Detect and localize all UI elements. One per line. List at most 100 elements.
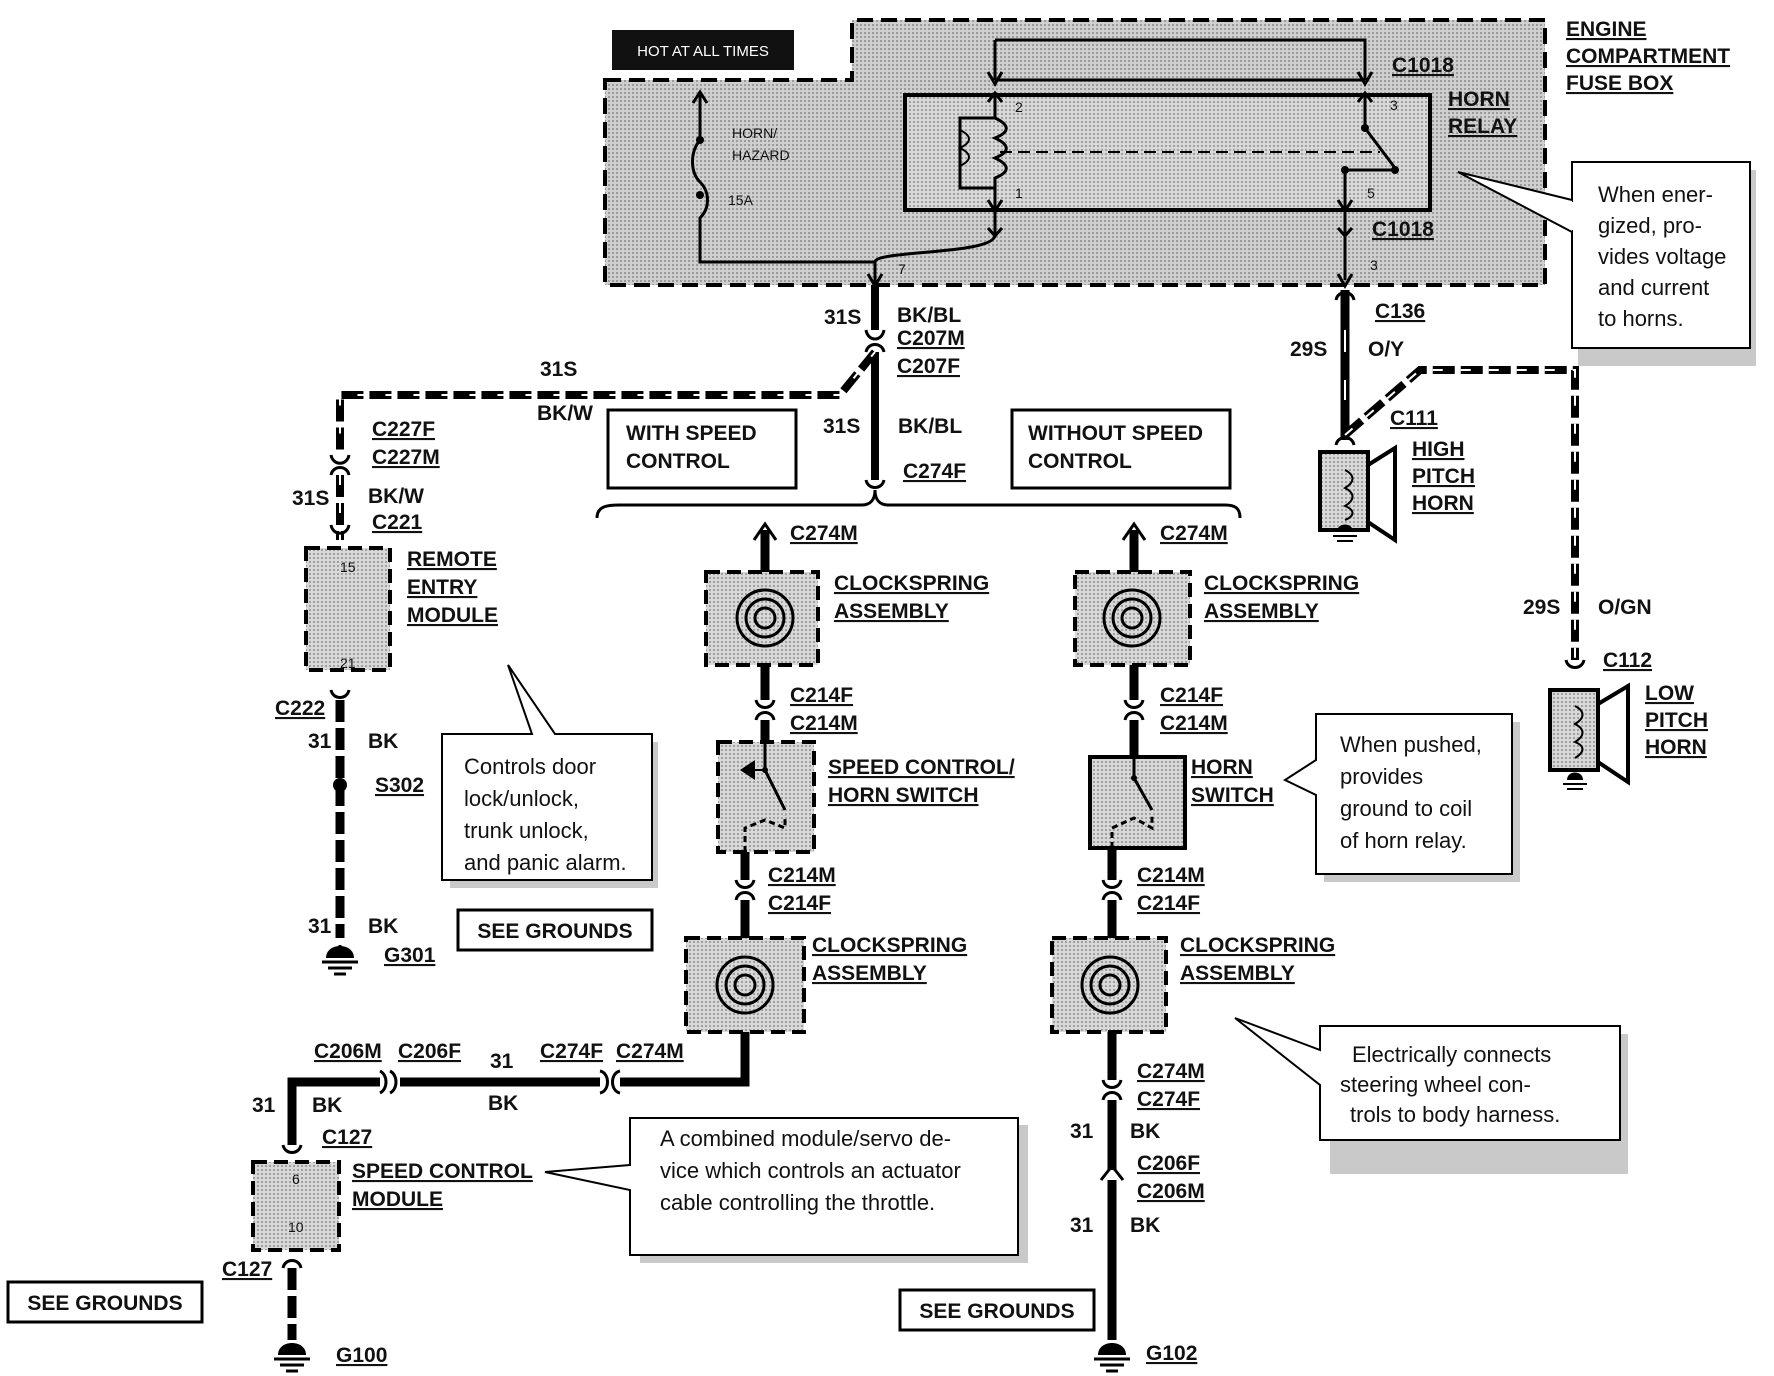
speed-module-pin-10: 10	[288, 1219, 304, 1235]
connector-c214m-right-b: C214M	[1137, 864, 1205, 887]
wire-31s-c: 31S	[540, 358, 577, 381]
wire-31s-trunk	[329, 285, 886, 540]
wire-bk-a: BK	[368, 730, 398, 753]
callout-horn-switch-3: ground to coil	[1340, 796, 1472, 821]
high-pitch-horn	[1318, 444, 1397, 544]
relay-coil	[991, 116, 1008, 188]
connector-c221: C221	[372, 511, 423, 534]
splice-s302-label: S302	[375, 774, 424, 797]
wire-bkw-b: BK/W	[368, 485, 424, 508]
connector-c136: C136	[1375, 300, 1425, 323]
speed-control-horn-switch	[716, 740, 816, 854]
speed-horn-switch-label-2: HORN SWITCH	[828, 784, 979, 807]
callout-relay-3: vides voltage	[1598, 244, 1726, 269]
connector-c206f-right: C206F	[1137, 1152, 1200, 1175]
low-pitch-horn-label-2: PITCH	[1645, 709, 1708, 732]
remote-pin-15: 15	[340, 559, 356, 575]
fuse-label-2: HAZARD	[732, 147, 790, 163]
callout-remote-3: trunk unlock,	[464, 818, 589, 843]
speed-module-label-2: MODULE	[352, 1188, 443, 1211]
wire-bk-c: BK	[488, 1092, 518, 1115]
with-speed-branch-wiring	[274, 521, 778, 1373]
wire-31s-d: 31S	[292, 487, 329, 510]
connector-c1018-bottom: C1018	[1372, 218, 1434, 241]
hot-at-all-times-badge	[612, 30, 794, 70]
relay-pin-2: 2	[1015, 99, 1023, 115]
connector-c214m-right: C214M	[1160, 712, 1228, 735]
connector-c214f-left: C214F	[790, 684, 853, 707]
connector-c214m-left-b: C214M	[768, 864, 836, 887]
fuse-element	[691, 108, 709, 250]
ground-g100: G100	[336, 1344, 387, 1367]
fuse-box-title-2: COMPARTMENT	[1566, 45, 1730, 68]
fuse-rating: 15A	[728, 192, 754, 208]
horn-relay-label-2: RELAY	[1448, 115, 1517, 138]
horn-switch-label-2: SWITCH	[1191, 784, 1274, 807]
callout-horn-switch-2: provides	[1340, 764, 1423, 789]
callout-clockspring-2: steering wheel con-	[1340, 1072, 1531, 1097]
pin-7: 7	[898, 261, 906, 277]
connector-c227f: C227F	[372, 418, 435, 441]
high-pitch-horn-label-3: HORN	[1412, 492, 1474, 515]
relay-pin-5: 5	[1367, 185, 1375, 201]
speed-module-label-1: SPEED CONTROL	[352, 1160, 533, 1183]
see-grounds-button-3[interactable]: SEE GROUNDS	[898, 1288, 1096, 1332]
clockspring-left-upper-label-2: ASSEMBLY	[834, 600, 949, 623]
high-pitch-horn-label-1: HIGH	[1412, 438, 1465, 461]
horn-switch	[1088, 755, 1187, 850]
wire-bkbl-b: BK/BL	[898, 415, 962, 438]
remote-entry-module: 15 21	[304, 546, 392, 672]
callout-remote-entry: Controls door lock/unlock, trunk unlock,…	[441, 664, 658, 888]
high-pitch-horn-label-2: PITCH	[1412, 465, 1475, 488]
connector-c127-b: C127	[222, 1258, 272, 1281]
relay-pin-3: 3	[1390, 97, 1398, 113]
clockspring-left-lower-label-2: ASSEMBLY	[812, 962, 927, 985]
callout-remote-1: Controls door	[464, 754, 596, 779]
wire-bk-b: BK	[368, 915, 398, 938]
remote-entry-label-1: REMOTE	[407, 548, 497, 571]
connector-c274m-right-b: C274M	[1137, 1060, 1205, 1083]
wire-31s-b: 31S	[823, 415, 860, 438]
callout-speed-module-2: vice which controls an actuator	[660, 1158, 961, 1183]
fuse-label-1: HORN/	[732, 125, 777, 141]
pin-3: 3	[1370, 257, 1378, 273]
see-grounds-button-1[interactable]: SEE GROUNDS	[456, 908, 654, 952]
see-grounds-button-2[interactable]: SEE GROUNDS	[6, 1280, 204, 1324]
clockspring-right-lower-label-1: CLOCKSPRING	[1180, 934, 1335, 957]
connector-c274f-top: C274F	[903, 460, 966, 483]
connector-c274f-mid: C274F	[540, 1040, 603, 1063]
connector-c111: C111	[1390, 407, 1438, 430]
wire-31-e: 31	[1070, 1120, 1094, 1143]
clockspring-assembly-left-upper	[704, 570, 820, 667]
wire-31-b: 31	[308, 915, 332, 938]
callout-horn-switch: When pushed, provides ground to coil of …	[1282, 713, 1520, 882]
callout-speed-module-1: A combined module/servo de-	[660, 1126, 951, 1151]
with-speed-control-box: WITH SPEED CONTROL	[606, 408, 798, 490]
engine-compartment-fuse-box: HOT AT ALL TIMES ENGINE COMPARTMENT FUSE…	[603, 18, 1730, 289]
hot-at-all-times-label: HOT AT ALL TIMES	[637, 43, 769, 60]
fuse-box-title-3: FUSE BOX	[1566, 72, 1673, 95]
with-speed-label-1: WITH SPEED	[626, 422, 757, 445]
wire-31-bk-remote	[322, 689, 358, 976]
connector-c214m-left: C214M	[790, 712, 858, 735]
horn-switch-label-1: HORN	[1191, 756, 1253, 779]
clockspring-assembly-right-upper	[1073, 570, 1192, 667]
connector-c112: C112	[1603, 649, 1652, 672]
wire-31s-a: 31S	[824, 306, 861, 329]
with-speed-label-2: CONTROL	[626, 450, 730, 473]
callout-clockspring-3: trols to body harness.	[1350, 1102, 1560, 1127]
wire-bkw-a: BK/W	[537, 402, 593, 425]
wire-29s-a: 29S	[1290, 338, 1327, 361]
wire-29s-b: 29S	[1523, 596, 1560, 619]
wire-oy: O/Y	[1368, 338, 1404, 361]
remote-pin-21: 21	[340, 655, 356, 671]
connector-c274m-mid: C274M	[616, 1040, 684, 1063]
connector-c207f: C207F	[897, 355, 960, 378]
without-speed-control-box: WITHOUT SPEED CONTROL	[1010, 408, 1232, 490]
without-speed-label-1: WITHOUT SPEED	[1028, 422, 1203, 445]
callout-relay-5: to horns.	[1598, 306, 1684, 331]
clockspring-right-upper-label-1: CLOCKSPRING	[1204, 572, 1359, 595]
horn-relay-label-1: HORN	[1448, 88, 1510, 111]
connector-c206f: C206F	[398, 1040, 461, 1063]
